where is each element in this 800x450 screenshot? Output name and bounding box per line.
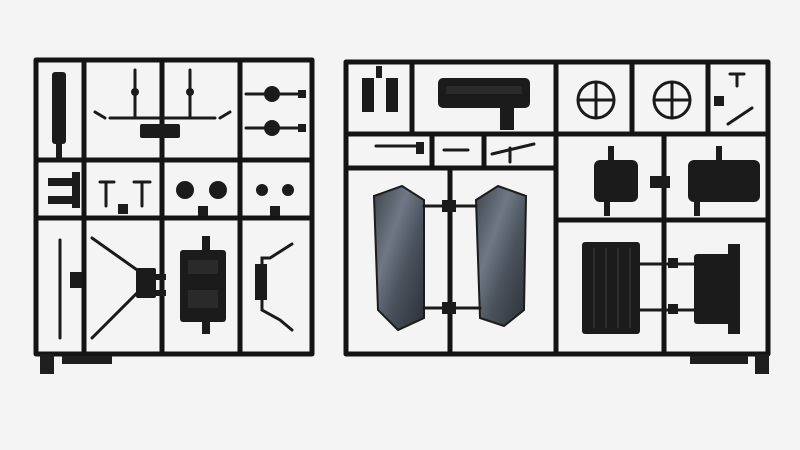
floor-panel-part	[638, 244, 740, 334]
small-fitting-parts	[714, 72, 754, 126]
sprue-left-tab	[40, 354, 54, 374]
rod-part	[58, 238, 82, 340]
sprue-left-frame	[33, 57, 315, 357]
cylinder-part	[52, 72, 66, 144]
dashboard-part	[438, 78, 530, 130]
steering-wheel-part-2	[652, 80, 692, 120]
exhaust-pipe-part	[255, 242, 294, 332]
headlamp-parts	[244, 86, 306, 136]
axle-assembly-part	[93, 68, 232, 138]
small-bracket-parts	[48, 172, 152, 214]
engine-block-part	[180, 236, 226, 334]
seat-part-1	[594, 146, 638, 216]
sprue-right	[343, 59, 771, 374]
bench-seat-part	[582, 242, 640, 334]
a-frame-link-part	[90, 236, 166, 340]
door-panel-left	[372, 184, 425, 332]
steering-wheel-part-1	[576, 80, 616, 120]
shift-lever-parts	[374, 142, 536, 164]
sprue-left-label-strip	[62, 356, 112, 364]
wheel-hub-parts	[176, 181, 294, 216]
door-panel-right	[474, 184, 528, 328]
seat-part-2	[688, 146, 760, 216]
sprue-left	[33, 57, 315, 374]
sprue-right-tab	[755, 354, 769, 374]
lever-parts	[362, 66, 398, 112]
sprue-right-label-strip	[690, 356, 748, 364]
